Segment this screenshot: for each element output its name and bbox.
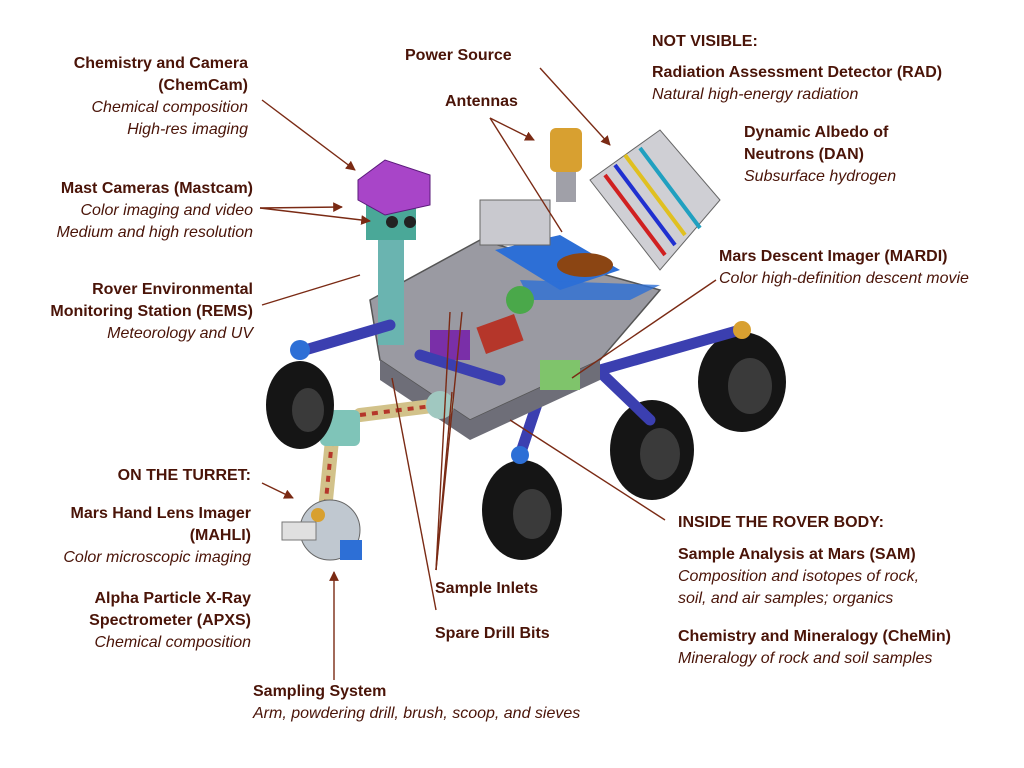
rems-title: Rover Environmental (92, 281, 253, 298)
chemcam-desc-1: Chemical composition (91, 99, 248, 116)
label-mastcam: Mast Cameras (Mastcam) Color imaging and… (10, 178, 253, 244)
not-visible-header-text: NOT VISIBLE: (652, 33, 758, 50)
wheel-front-left (266, 361, 334, 449)
not-visible-header: NOT VISIBLE: (652, 31, 758, 53)
rems-title-2: Monitoring Station (REMS) (50, 303, 253, 320)
label-spare-drill-bits: Spare Drill Bits (435, 623, 550, 645)
power-title: Power Source (405, 47, 512, 64)
rad-desc: Natural high-energy radiation (652, 86, 859, 103)
rems-desc: Meteorology and UV (107, 325, 253, 342)
suspension-left (299, 319, 506, 386)
rad-title: Radiation Assessment Detector (RAD) (652, 64, 943, 81)
robotic-arm (318, 391, 454, 517)
sam-desc-2: soil, and air samples; organics (678, 590, 894, 607)
mastcam-desc-2: Medium and high resolution (56, 224, 253, 241)
mahli-desc: Color microscopic imaging (63, 549, 251, 566)
apxs-title: Alpha Particle X-Ray (94, 590, 252, 607)
leader-lines (259, 67, 717, 680)
label-mardi: Mars Descent Imager (MARDI) Color high-d… (719, 246, 969, 290)
drillbits-title: Spare Drill Bits (435, 625, 550, 642)
label-dan: Dynamic Albedo of Neutrons (DAN) Subsurf… (744, 122, 896, 188)
rtg-power-source (589, 129, 721, 271)
label-rems: Rover Environmental Monitoring Station (… (8, 279, 253, 345)
mardi-desc: Color high-definition descent movie (719, 270, 969, 287)
mast (357, 159, 431, 345)
label-sample-inlets: Sample Inlets (435, 578, 538, 600)
wheel-hub-left (290, 321, 751, 464)
mardi-title: Mars Descent Imager (MARDI) (719, 248, 948, 265)
label-mahli: Mars Hand Lens Imager (MAHLI) Color micr… (20, 503, 251, 569)
chemin-title: Chemistry and Mineralogy (CheMin) (678, 628, 951, 645)
wheel-mid-right (610, 400, 694, 500)
mastcam-desc-1: Color imaging and video (80, 202, 253, 219)
dan-title-2: Neutrons (DAN) (744, 146, 864, 163)
chemcam-acronym: (ChemCam) (158, 77, 248, 94)
inside-header-text: INSIDE THE ROVER BODY: (678, 514, 884, 531)
label-chemcam: Chemistry and Camera (ChemCam) Chemical … (30, 53, 248, 141)
sampling-desc: Arm, powdering drill, brush, scoop, and … (253, 705, 581, 722)
chemin-desc: Mineralogy of rock and soil samples (678, 650, 933, 667)
sam-desc-1: Composition and isotopes of rock, (678, 568, 920, 585)
mahli-title: Mars Hand Lens Imager (70, 505, 252, 522)
turret (281, 499, 362, 561)
inside-body-header: INSIDE THE ROVER BODY: (678, 512, 884, 534)
mastcam-title: Mast Cameras (Mastcam) (60, 180, 253, 197)
wheel-mid-left (482, 460, 562, 560)
label-power-source: Power Source (405, 45, 512, 67)
inlets-title: Sample Inlets (435, 580, 539, 597)
sam-title: Sample Analysis at Mars (SAM) (678, 546, 916, 563)
apxs-title-2: Spectrometer (APXS) (89, 612, 251, 629)
wheel-rear-right (698, 332, 786, 432)
dan-desc: Subsurface hydrogen (744, 168, 897, 185)
label-sampling-system: Sampling System Arm, powdering drill, br… (253, 681, 580, 725)
label-rad: Radiation Assessment Detector (RAD) Natu… (652, 62, 942, 106)
dan-title: Dynamic Albedo of (744, 124, 889, 141)
sampling-title: Sampling System (253, 683, 387, 700)
label-sam: Sample Analysis at Mars (SAM) Compositio… (678, 544, 919, 610)
chemcam-desc-2: High-res imaging (127, 121, 248, 138)
turret-header: ON THE TURRET: (60, 465, 251, 487)
label-chemin: Chemistry and Mineralogy (CheMin) Minera… (678, 626, 951, 670)
chemcam-title: Chemistry and Camera (73, 55, 248, 72)
antenna-cylinder (550, 128, 582, 202)
label-antennas: Antennas (445, 91, 518, 113)
label-apxs: Alpha Particle X-Ray Spectrometer (APXS)… (40, 588, 251, 654)
mahli-acronym: (MAHLI) (189, 527, 251, 544)
antennas-title: Antennas (445, 93, 518, 110)
apxs-desc: Chemical composition (94, 634, 251, 651)
turret-header-text: ON THE TURRET: (117, 467, 251, 484)
